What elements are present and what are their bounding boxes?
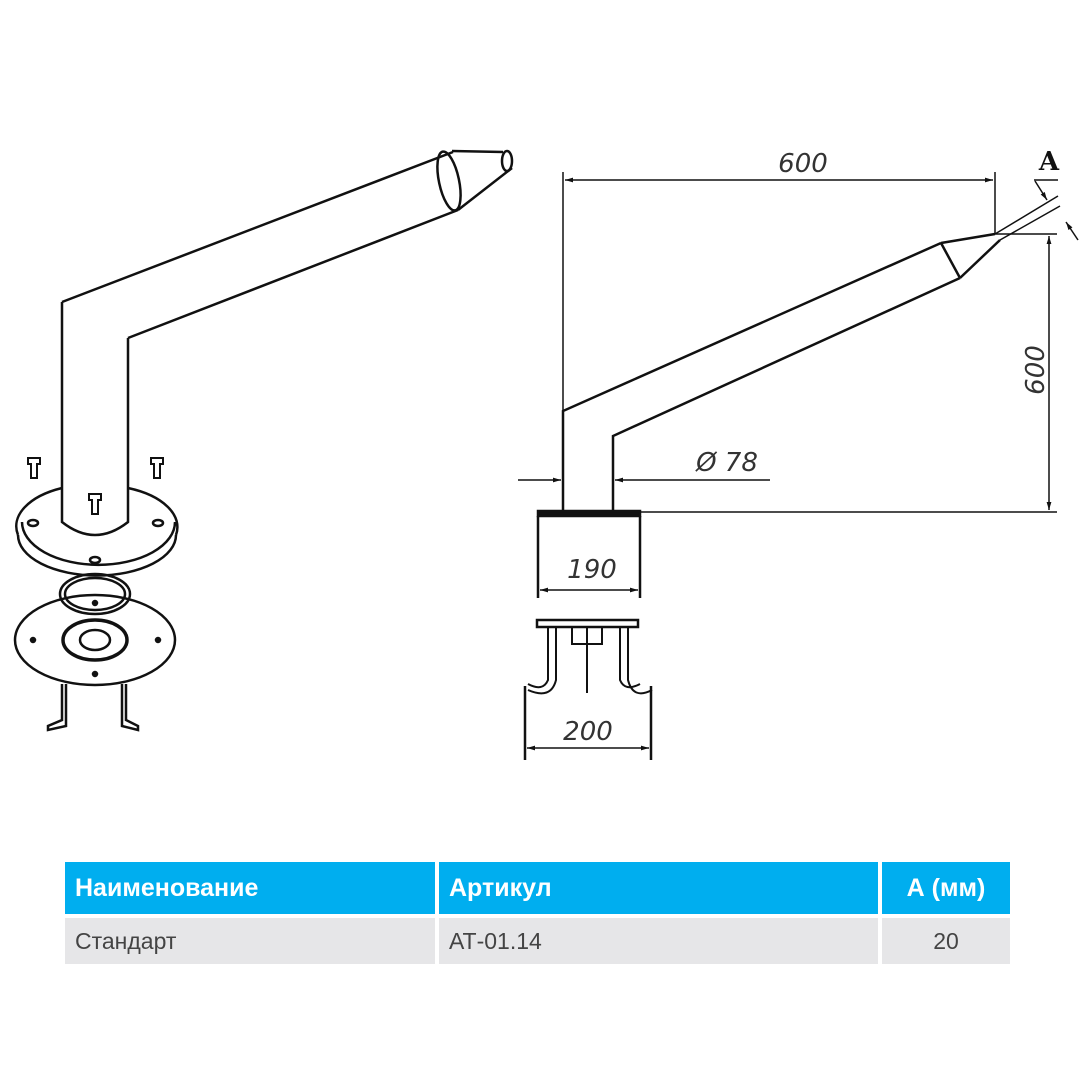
dimension-lines bbox=[518, 172, 1079, 751]
isometric-bracket-view bbox=[13, 149, 514, 732]
table-header-row: Наименование Артикул А (мм) bbox=[65, 862, 1010, 914]
dimension-190: 190 bbox=[567, 555, 617, 585]
cell-name: Стандарт bbox=[65, 918, 435, 964]
dimension-horizontal-600: 600 bbox=[778, 149, 828, 179]
cell-article: АТ-01.14 bbox=[439, 918, 878, 964]
side-view-bracket bbox=[523, 232, 1001, 760]
dimension-diameter-78: Ø 78 bbox=[695, 448, 758, 478]
cell-a-value: 20 bbox=[882, 918, 1010, 964]
spec-table: Наименование Артикул А (мм) Стандарт АТ-… bbox=[61, 858, 1014, 968]
header-name: Наименование bbox=[65, 862, 435, 914]
dimension-200: 200 bbox=[563, 717, 613, 747]
technical-drawing: 600 600 Ø 78 190 200 A bbox=[13, 147, 1079, 760]
angle-marker-a: A bbox=[1038, 147, 1060, 177]
header-a-mm: А (мм) bbox=[882, 862, 1010, 914]
table-row: Стандарт АТ-01.14 20 bbox=[65, 918, 1010, 964]
header-article: Артикул bbox=[439, 862, 878, 914]
dimension-vertical-600: 600 bbox=[1021, 345, 1051, 395]
